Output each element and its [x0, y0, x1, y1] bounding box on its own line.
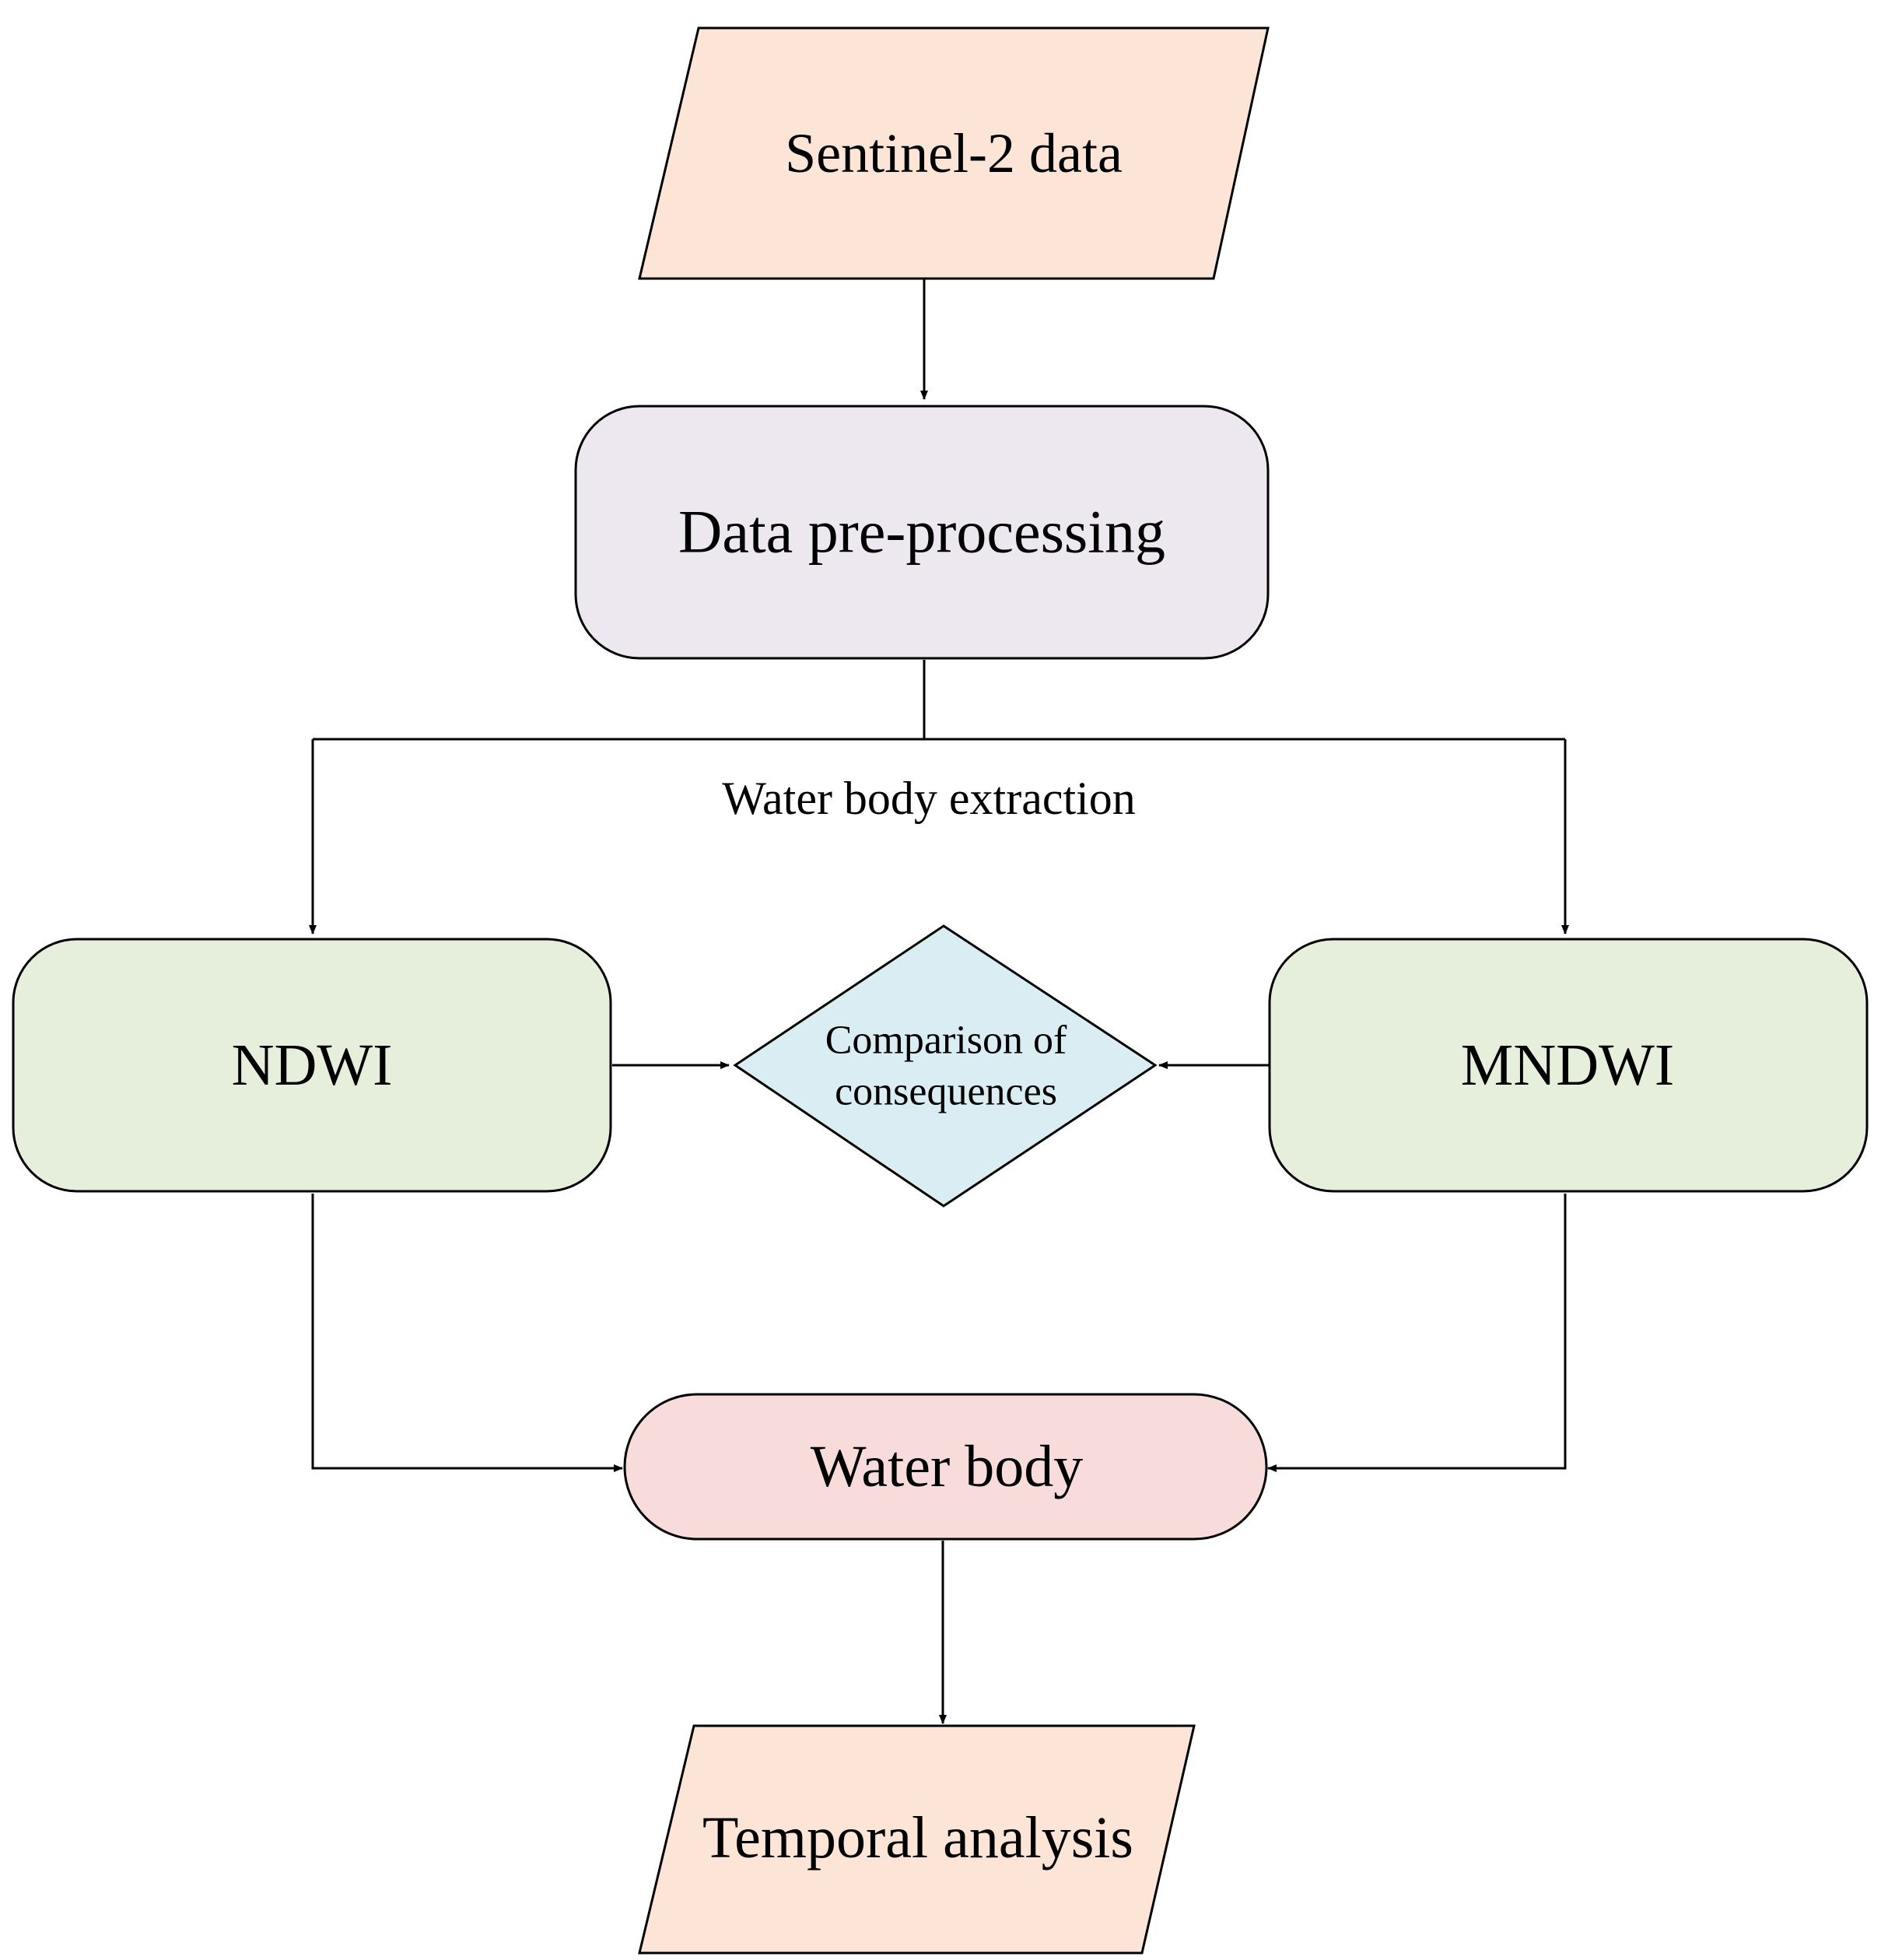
- diamond-shape: [733, 924, 1158, 1208]
- rounded-rect-shape: [574, 405, 1270, 660]
- node-ndwi: NDWI: [12, 938, 612, 1193]
- node-sentinel-2-data: Sentinel-2 data: [638, 26, 1270, 280]
- node-label-line-2: consequences: [835, 1070, 1057, 1114]
- node-label: Sentinel-2 data: [785, 122, 1123, 184]
- rounded-rect-shape: [623, 1393, 1268, 1541]
- edge-mndwi-to-waterbody: [1267, 1194, 1567, 1472]
- node-mndwi: MNDWI: [1268, 938, 1869, 1193]
- edges: [309, 279, 1569, 1724]
- parallelogram-shape: [638, 1724, 1196, 1955]
- node-data-pre-processing: Data pre-processing: [574, 405, 1270, 660]
- node-temporal-analysis: Temporal analysis: [638, 1724, 1196, 1955]
- node-label: Data pre-processing: [678, 498, 1165, 566]
- rounded-rect-shape: [1268, 938, 1869, 1193]
- node-label: MNDWI: [1461, 1033, 1674, 1098]
- node-label-line-1: Comparison of: [825, 1019, 1067, 1063]
- edge-label-water-body-extraction: Water body extraction: [722, 773, 1136, 824]
- rounded-rect-shape: [12, 938, 612, 1193]
- node-label: Water body: [811, 1434, 1084, 1499]
- edge-ndwi-to-waterbody: [311, 1194, 623, 1472]
- node-label: Temporal analysis: [702, 1805, 1133, 1871]
- node-comparison-of-consequences: Comparison of consequences: [733, 924, 1158, 1208]
- node-water-body: Water body: [623, 1393, 1268, 1541]
- node-label: NDWI: [232, 1033, 393, 1098]
- parallelogram-shape: [638, 26, 1270, 280]
